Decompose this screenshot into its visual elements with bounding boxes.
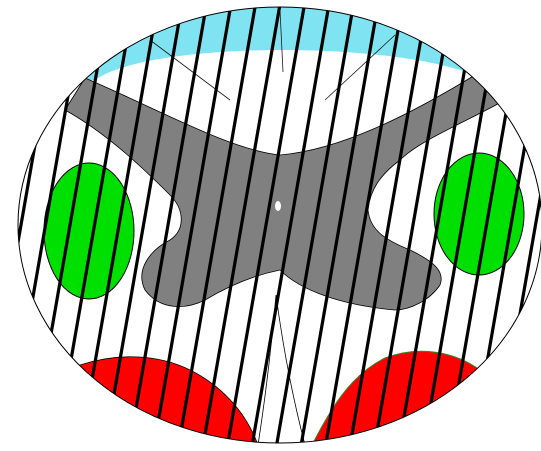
center-hole	[275, 201, 281, 211]
left-green-oval	[44, 163, 134, 299]
